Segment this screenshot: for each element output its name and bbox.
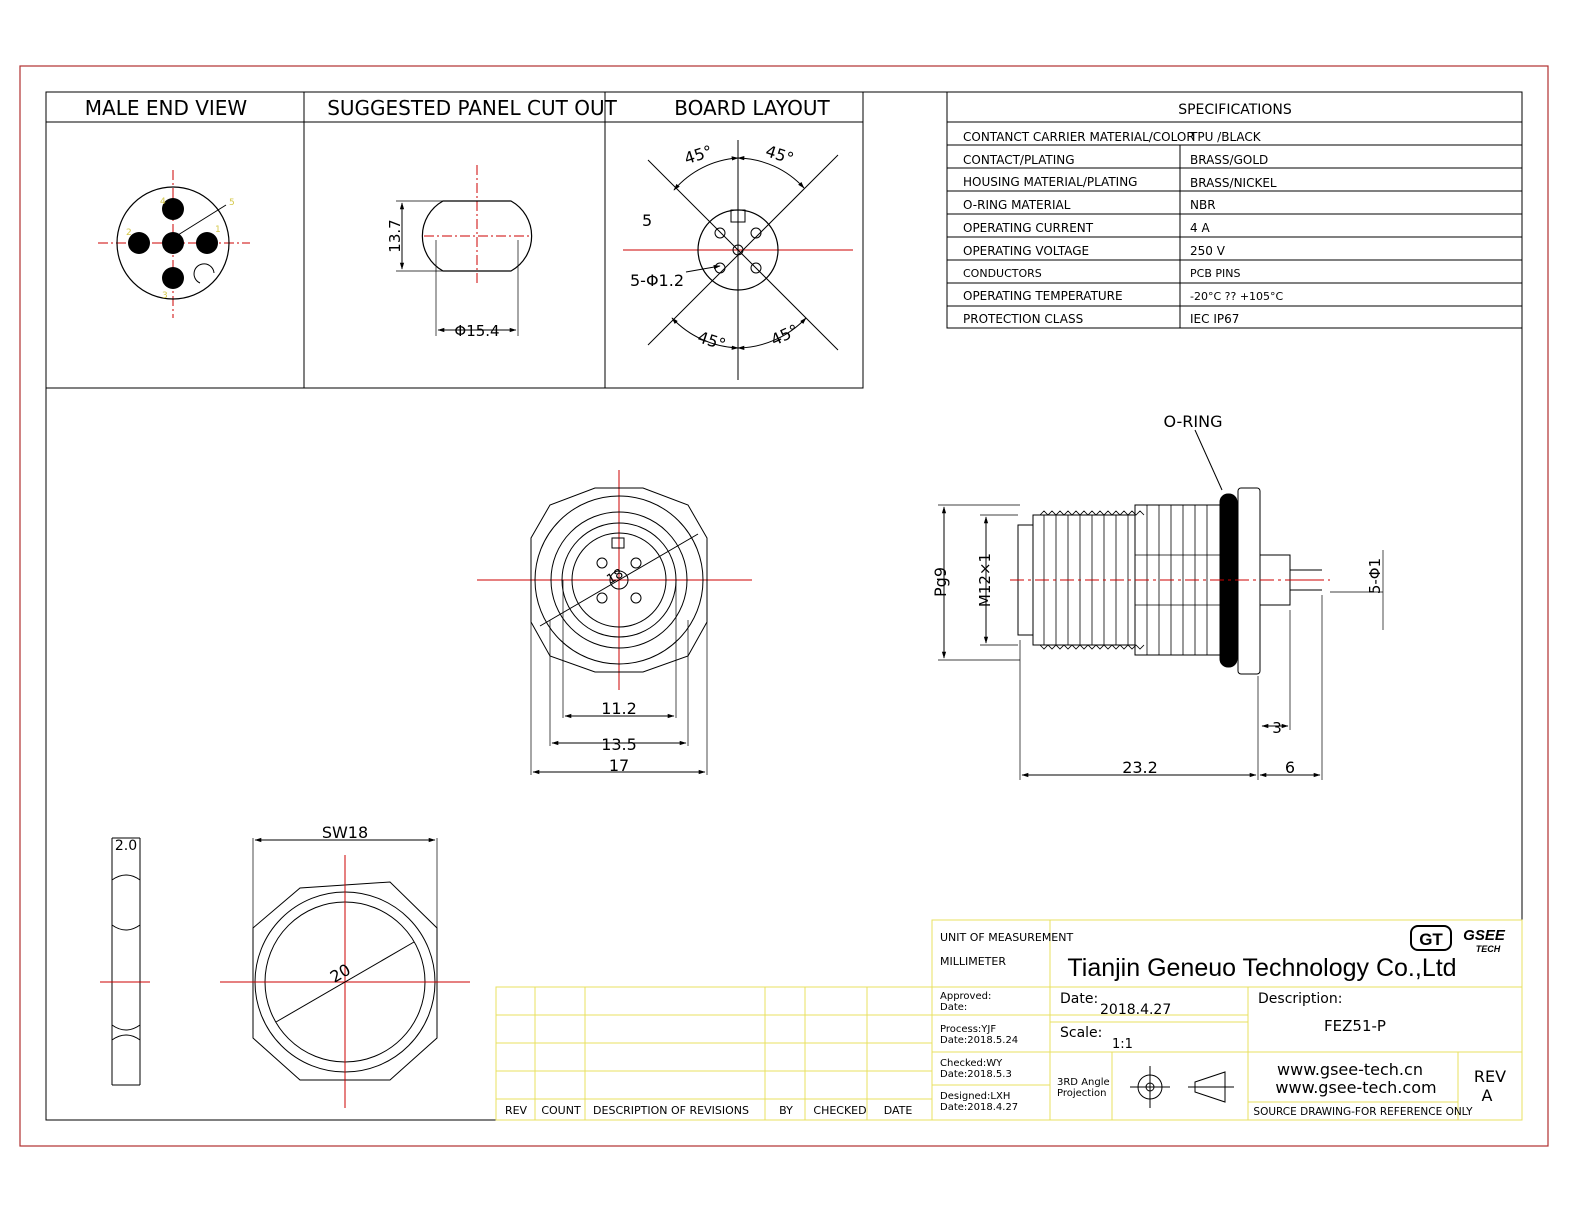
panel-cutout-view <box>396 165 533 336</box>
specs-title: SPECIFICATIONS <box>1178 102 1292 118</box>
angle-dim: 45° <box>768 320 802 349</box>
projection-line-2: Projection <box>1057 1088 1106 1099</box>
m12-dim: M12×1 <box>976 553 994 607</box>
third-angle-projection-symbol <box>1130 1066 1234 1108</box>
top-views-table <box>45 91 864 389</box>
board-hole-dim: 5-Φ1.2 <box>630 271 684 290</box>
cutout-height-dim: 13.7 <box>386 219 404 252</box>
title-block <box>931 919 1523 1121</box>
checked-date: Date:2018.5.3 <box>940 1069 1012 1080</box>
side-dim-23-2: 23.2 <box>1122 758 1158 777</box>
front-view <box>477 470 752 775</box>
board-layout-title: BOARD LAYOUT <box>674 96 830 120</box>
rev-header: REV <box>505 1104 528 1117</box>
logo-gt: GT <box>1419 930 1443 949</box>
front-dim-13-5: 13.5 <box>601 735 637 754</box>
side-view <box>938 429 1384 780</box>
side-dim-6: 6 <box>1285 758 1295 777</box>
spec-value: NBR <box>1190 198 1216 212</box>
angle-dim: 45° <box>695 327 728 354</box>
spec-label: O-RING MATERIAL <box>963 198 1071 212</box>
spec-value: TPU /BLACK <box>1189 130 1262 144</box>
spec-label: OPERATING TEMPERATURE <box>963 289 1123 303</box>
spec-value: IEC IP67 <box>1190 312 1239 326</box>
description-label: Description: <box>1258 991 1342 1007</box>
pin-number-label: 1 <box>215 225 221 235</box>
rev-header: BY <box>779 1104 793 1117</box>
spec-label: CONTACT/PLATING <box>963 153 1075 167</box>
website-com: www.gsee-tech.com <box>1275 1078 1436 1097</box>
spec-value: -20°C ?? +105°C <box>1190 290 1284 303</box>
pin-number-label: 3 <box>162 291 168 301</box>
rev-header: CHECKED <box>813 1104 866 1117</box>
revisions-table <box>495 986 933 1121</box>
unit-label: UNIT OF MEASUREMENT <box>940 931 1073 944</box>
pin-number-label: 2 <box>126 228 132 238</box>
spec-value: BRASS/GOLD <box>1190 153 1268 167</box>
cutout-diameter-dim: Φ15.4 <box>454 322 499 340</box>
spec-value: BRASS/NICKEL <box>1190 176 1277 190</box>
projection-line-1: 3RD Angle <box>1057 1077 1110 1088</box>
spec-label: CONDUCTORS <box>963 267 1042 280</box>
website-cn: www.gsee-tech.cn <box>1277 1060 1423 1079</box>
spec-value: 4 A <box>1190 221 1210 235</box>
specs-table <box>946 91 1523 329</box>
front-dim-11-2: 11.2 <box>601 699 637 718</box>
process-date: Date:2018.5.24 <box>940 1035 1018 1046</box>
nut-sw-dim: SW18 <box>322 823 368 842</box>
date-label: Date: <box>1060 991 1098 1007</box>
logo-brand: GSEE <box>1463 927 1506 944</box>
front-inner-dim: 18 <box>604 566 626 587</box>
nut-front-view <box>220 837 470 1108</box>
reference-note: SOURCE DRAWING-FOR REFERENCE ONLY <box>1253 1106 1473 1118</box>
approved-date: Date: <box>940 1002 967 1013</box>
pin-number-label: 4 <box>160 197 166 207</box>
male-end-view <box>98 170 250 318</box>
checked-label: Checked:WY <box>940 1058 1003 1069</box>
pin-number-label: 5 <box>229 198 235 208</box>
board-pin-count: 5 <box>642 211 652 230</box>
designed-date: Date:2018.4.27 <box>940 1102 1018 1113</box>
rev-header: DATE <box>884 1104 913 1117</box>
rev-header: DESCRIPTION OF REVISIONS <box>593 1104 749 1117</box>
scale-value: 1:1 <box>1112 1037 1133 1052</box>
spec-value: PCB PINS <box>1190 267 1240 280</box>
rev-header: COUNT <box>541 1104 581 1117</box>
spec-value: 250 V <box>1190 244 1226 258</box>
scale-label: Scale: <box>1060 1025 1102 1041</box>
board-layout-view <box>623 140 853 380</box>
company-name: Tianjin Geneuo Technology Co.,Ltd <box>1067 954 1456 982</box>
date-value: 2018.4.27 <box>1100 1002 1171 1018</box>
pin-diameter-dim: 5-Φ1 <box>1366 558 1384 594</box>
nut-side-view <box>100 837 150 1086</box>
company-logo: GT GSEE TECH <box>1410 925 1506 954</box>
rev-value: A <box>1482 1086 1493 1105</box>
spec-label: HOUSING MATERIAL/PLATING <box>963 175 1137 189</box>
spec-label: CONTANCT CARRIER MATERIAL/COLOR <box>963 130 1195 144</box>
nut-thickness-dim: 2.0 <box>115 838 137 854</box>
logo-sub: TECH <box>1476 944 1501 954</box>
designed-label: Designed:LXH <box>940 1091 1010 1102</box>
outer-frame <box>19 65 1549 1147</box>
spec-label: PROTECTION CLASS <box>963 312 1083 326</box>
spec-label: OPERATING CURRENT <box>963 221 1094 235</box>
process-label: Process:YJF <box>940 1024 996 1035</box>
specs-rows: CONTANCT CARRIER MATERIAL/COLOR TPU /BLA… <box>963 130 1284 326</box>
pg9-dim: Pg9 <box>931 567 950 597</box>
rev-label: REV <box>1474 1067 1506 1086</box>
panel-cutout-title: SUGGESTED PANEL CUT OUT <box>327 96 617 120</box>
oring-label: O-RING <box>1163 412 1222 431</box>
unit-value: MILLIMETER <box>940 955 1006 968</box>
front-dim-17: 17 <box>609 756 629 775</box>
male-end-view-title: MALE END VIEW <box>85 96 248 120</box>
spec-label: OPERATING VOLTAGE <box>963 244 1089 258</box>
side-dim-3: 3 <box>1272 719 1282 737</box>
nut-diameter-dim: 20 <box>327 960 354 987</box>
description-value: FEZ51-P <box>1324 1017 1386 1035</box>
approved-label: Approved: <box>940 991 991 1002</box>
